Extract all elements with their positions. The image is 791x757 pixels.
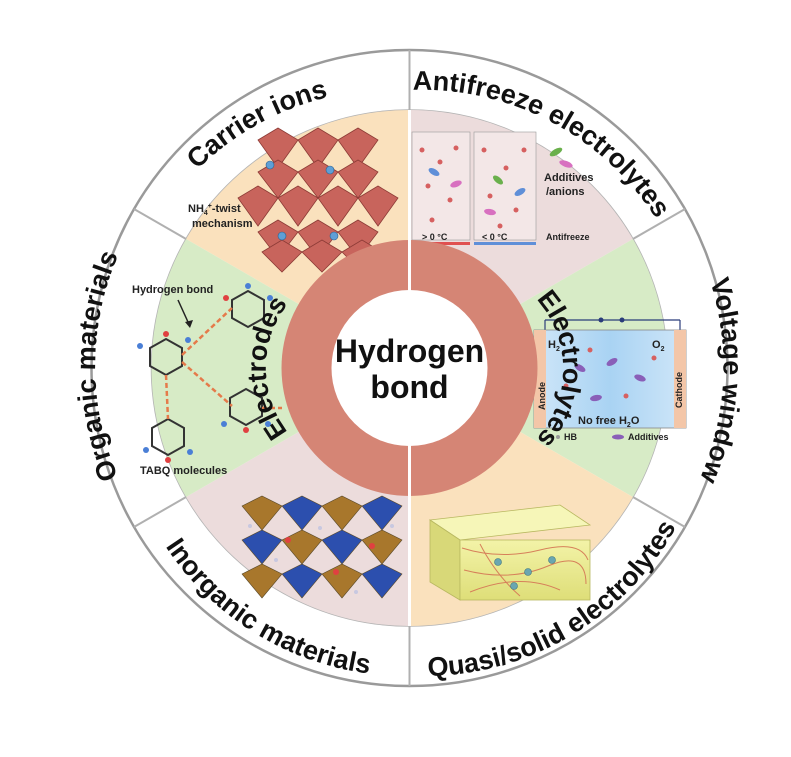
carrier-mechanism-line2: mechanism <box>192 218 253 230</box>
center-title-line2: bond <box>370 369 448 405</box>
organic-hydrogen-bond-label: Hydrogen bond <box>132 284 213 296</box>
voltage-no-free-water: No free H2O <box>578 415 640 429</box>
carrier-mechanism-line1: NH4+-twist <box>188 203 241 217</box>
center-title-line1: Hydrogen <box>335 333 484 369</box>
voltage-cathode: Cathode <box>674 372 684 408</box>
organic-tabq-label: TABQ molecules <box>140 465 227 477</box>
voltage-additives-legend: Additives <box>628 432 669 442</box>
antifreeze-additives-line1: Additives <box>544 172 594 184</box>
antifreeze-label: Antifreeze <box>546 232 590 242</box>
antifreeze-below-zero: < 0 °C <box>482 232 508 242</box>
antifreeze-additives-line2: /anions <box>546 186 585 198</box>
antifreeze-above-zero: > 0 °C <box>422 232 448 242</box>
quasi-solid-illustration <box>430 505 590 600</box>
voltage-anode: Anode <box>537 382 547 410</box>
